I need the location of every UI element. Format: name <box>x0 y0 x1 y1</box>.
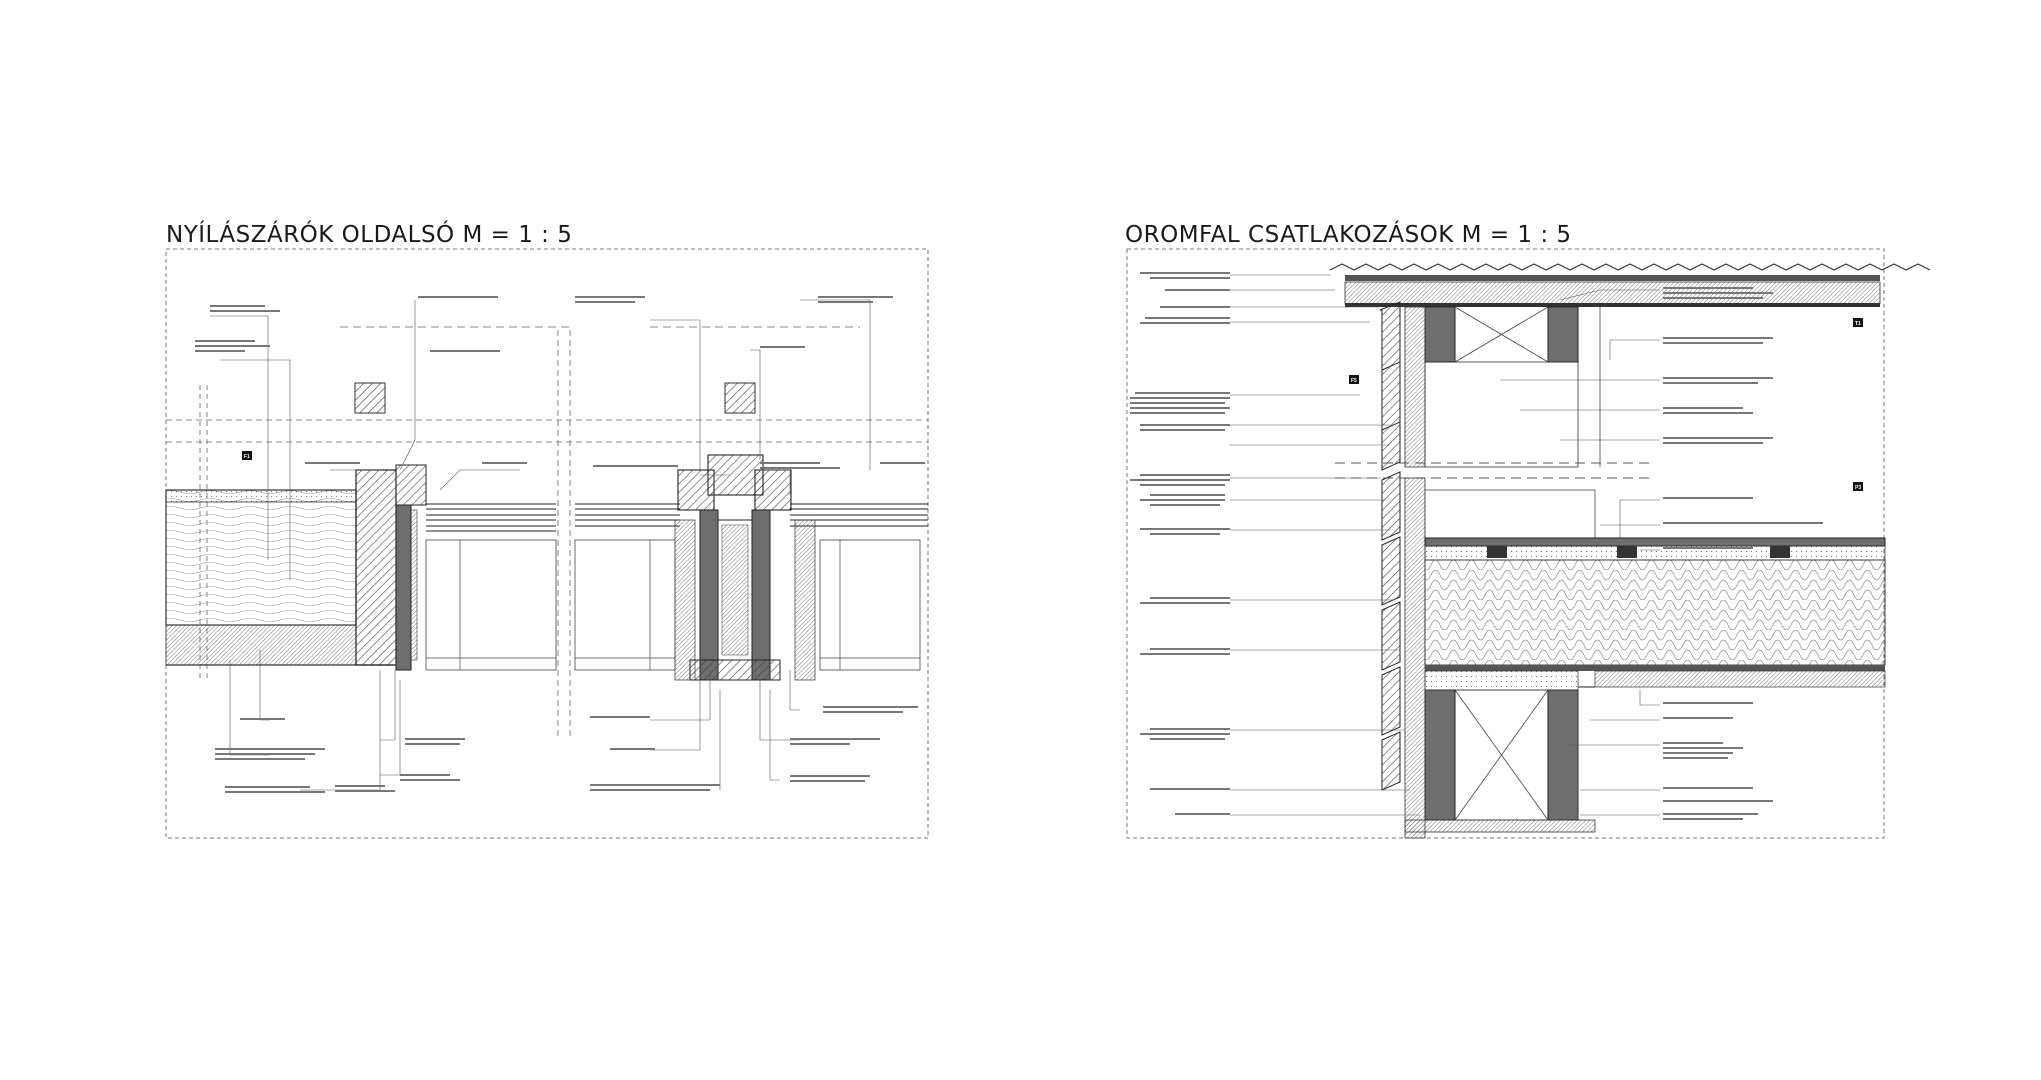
tag-f5 <box>1349 375 1359 384</box>
mullion-right-post <box>751 509 771 681</box>
tag-f5-label: F5 <box>1351 378 1357 384</box>
left-detail-drawing: F1 <box>165 248 929 839</box>
gable-siding-top <box>1379 301 1401 471</box>
right-leader-lines <box>1230 274 1660 816</box>
tag-t1 <box>1853 318 1863 327</box>
tag-f1-label: F1 <box>244 454 250 460</box>
gable-siding-bottom <box>1381 471 1401 791</box>
stud-left-lower <box>1424 689 1456 821</box>
top-timber-block-left <box>354 382 386 414</box>
right-annotation-placeholders <box>1130 272 1823 820</box>
rafter-right <box>1547 306 1579 363</box>
right-detail-drawing: F5 T1 P3 <box>1126 248 1931 839</box>
left-annotation-placeholders <box>195 296 925 793</box>
floor-insulation <box>1424 559 1886 666</box>
roof-tiles <box>1329 263 1931 271</box>
wall-panel-left <box>165 489 357 626</box>
tag-p3 <box>1853 482 1863 491</box>
floor-beam-top <box>1424 537 1886 547</box>
tag-t1-label: T1 <box>1855 321 1861 327</box>
tag-f1 <box>242 451 252 460</box>
left-frame <box>165 248 929 839</box>
mullion-left-post <box>699 509 719 681</box>
stud-right-lower <box>1547 689 1579 821</box>
drawing-title-window-details: NYÍLÁSZÁRÓK OLDALSÓ M = 1 : 5 <box>166 222 573 248</box>
drawing-title-gable-connections: OROMFAL CSATLAKOZÁSOK M = 1 : 5 <box>1125 222 1572 248</box>
tag-p3-label: P3 <box>1855 485 1861 491</box>
window-frame-left <box>355 469 397 666</box>
rafter-left <box>1424 306 1456 363</box>
top-timber-block-right <box>724 382 756 414</box>
